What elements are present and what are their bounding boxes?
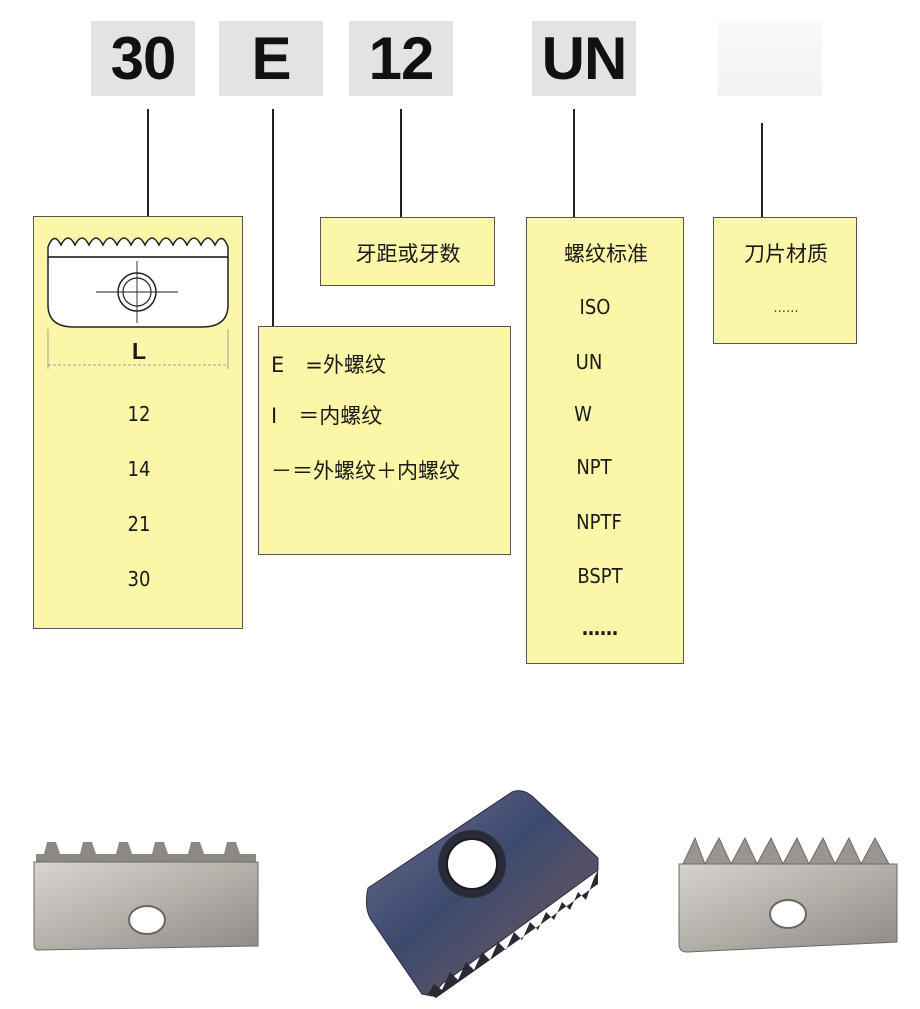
code-length: 30 (91, 21, 195, 96)
length-value-4: 30 (127, 567, 151, 591)
insert-photo-left (33, 842, 259, 951)
standard-item-w: W (574, 402, 592, 426)
insert-dimension-diagram (47, 237, 229, 369)
connector-standard (573, 109, 575, 217)
length-value-3: 21 (127, 512, 151, 536)
connector-material (761, 123, 763, 217)
standard-item-npt: NPT (576, 455, 612, 479)
length-box: L 12 14 21 30 (33, 216, 243, 629)
dimension-label-L: L (131, 338, 147, 364)
standard-box-title: 螺纹标准 (564, 242, 648, 266)
length-value-2: 14 (127, 457, 151, 481)
connector-length (147, 109, 149, 217)
length-value-1: 12 (127, 402, 151, 426)
code-type: E (219, 21, 323, 96)
insert-photo-center (365, 790, 599, 998)
material-box-ellipsis: …… (773, 300, 799, 316)
type-item-internal: I ＝内螺纹 (271, 404, 383, 428)
insert-photo-right (678, 836, 898, 953)
material-box: 刀片材质 …… (713, 217, 857, 344)
type-item-external: E =外螺纹 (271, 353, 386, 377)
standard-box: 螺纹标准 ISO UN W NPT NPTF BSPT …… (526, 217, 684, 664)
standard-item-iso: ISO (579, 295, 611, 319)
pitch-box: 牙距或牙数 (320, 217, 495, 286)
code-pitch: 12 (349, 21, 453, 96)
standard-item-bspt: BSPT (577, 564, 623, 588)
type-box: E =外螺纹 I ＝内螺纹 －＝外螺纹＋内螺纹 (258, 326, 511, 555)
standard-item-more: …… (582, 616, 618, 640)
standard-item-nptf: NPTF (576, 510, 622, 534)
connector-type (272, 109, 274, 327)
code-material (718, 21, 822, 96)
code-standard: UN (532, 21, 636, 96)
material-box-title: 刀片材质 (744, 242, 828, 266)
standard-item-un: UN (575, 350, 603, 374)
pitch-box-title: 牙距或牙数 (355, 242, 461, 266)
connector-pitch (400, 109, 402, 217)
type-item-both: －＝外螺纹＋内螺纹 (271, 459, 460, 483)
